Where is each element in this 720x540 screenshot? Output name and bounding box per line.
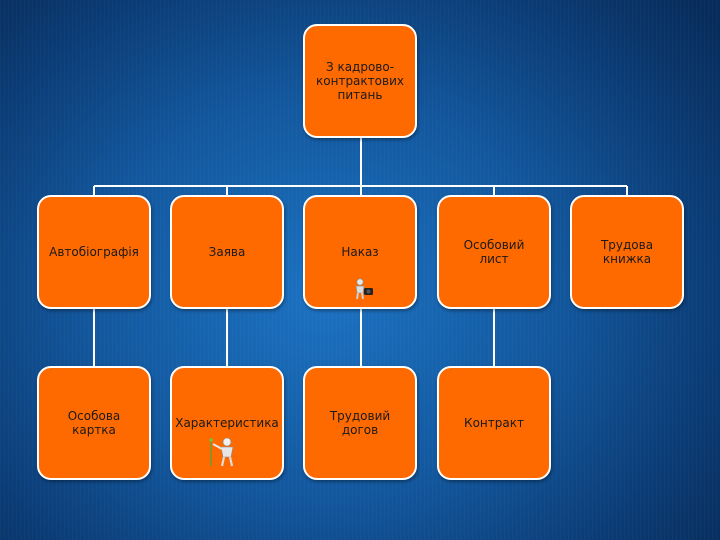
node-trudova-knyzhka: Трудова книжка xyxy=(570,195,684,309)
figure-with-pointer-icon xyxy=(209,437,234,467)
node-label: Заява xyxy=(208,245,246,259)
node-label: Наказ xyxy=(341,245,379,259)
node-avtobiohrafiia: Автобіографія xyxy=(37,195,151,309)
node-kontrakt: Контракт xyxy=(437,366,551,480)
root-node-label: З кадрово- контрактових питань xyxy=(316,60,404,102)
node-trudovyi-dohovir: Трудовий догов xyxy=(303,366,417,480)
node-osobova-kartka: Особова картка xyxy=(37,366,151,480)
root-node: З кадрово- контрактових питань xyxy=(303,24,417,138)
node-label: Трудова книжка xyxy=(600,238,654,266)
figure-with-camera-icon xyxy=(355,278,373,300)
node-label: Автобіографія xyxy=(49,245,139,259)
node-label: Особова картка xyxy=(67,409,121,437)
node-zaiava: Заява xyxy=(170,195,284,309)
node-osobovyi-lyst: Особовий лист xyxy=(437,195,551,309)
node-label: Характеристика xyxy=(175,416,279,430)
node-label: Трудовий догов xyxy=(329,409,391,437)
node-kharakterystyka: Характеристика xyxy=(170,366,284,480)
node-label: Контракт xyxy=(464,416,524,430)
node-label: Особовий лист xyxy=(463,238,525,266)
